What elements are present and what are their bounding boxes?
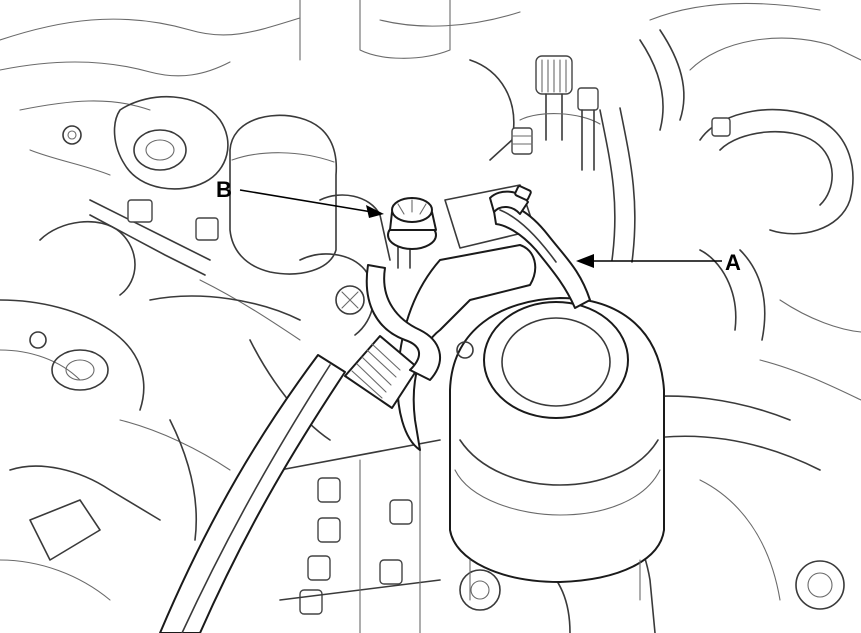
- callout-label-b: B: [216, 177, 232, 202]
- callout-label-a: A: [725, 250, 741, 275]
- reservoir-cylinder: [449, 297, 665, 601]
- hose-clamp-icon: [489, 185, 532, 215]
- arrowhead-a-icon: [576, 254, 594, 268]
- callout-b: B: [216, 177, 384, 218]
- callout-a: A: [576, 250, 741, 275]
- bolt-row: [299, 477, 413, 615]
- banjo-bolt-icon: [387, 197, 437, 250]
- hose-ferrule-icon: [344, 335, 419, 409]
- hose-a: [489, 185, 591, 309]
- leader-line-b: [239, 189, 373, 213]
- arrowhead-b-icon: [366, 205, 384, 218]
- hose-b: [159, 197, 441, 633]
